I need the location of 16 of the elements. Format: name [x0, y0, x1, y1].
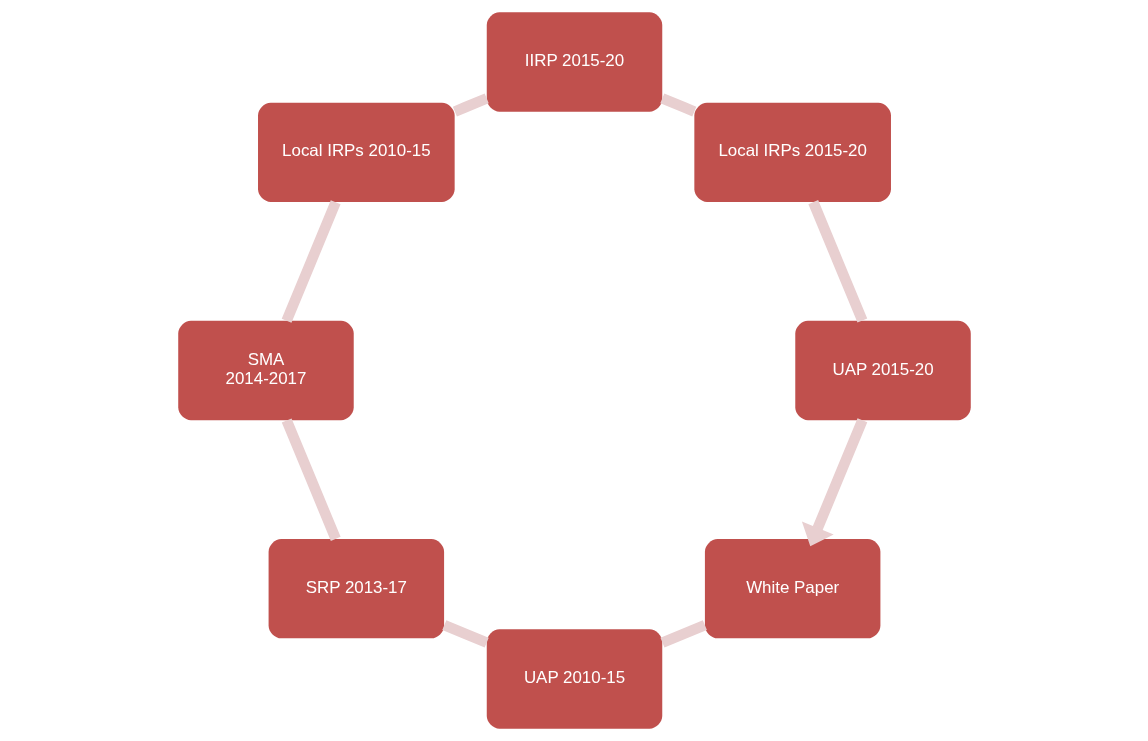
node-box: Local IRPs 2015-20 — [693, 102, 891, 203]
connector — [452, 93, 489, 117]
node-box: White Paper — [704, 538, 880, 639]
connector — [659, 93, 696, 117]
node-box: SRP 2013-17 — [268, 538, 444, 639]
connector — [441, 620, 489, 648]
node-box: IIRP 2015-20 — [486, 12, 662, 112]
node-box: SMA 2014-2017 — [177, 320, 354, 421]
node-box: UAP 2015-20 — [794, 320, 971, 421]
connector — [281, 200, 341, 323]
node-box: Local IRPs 2010-15 — [257, 102, 455, 203]
connector — [659, 620, 707, 648]
arrow — [801, 418, 867, 547]
connector — [807, 200, 867, 323]
node-box: UAP 2010-15 — [486, 629, 662, 729]
connector — [281, 418, 341, 541]
